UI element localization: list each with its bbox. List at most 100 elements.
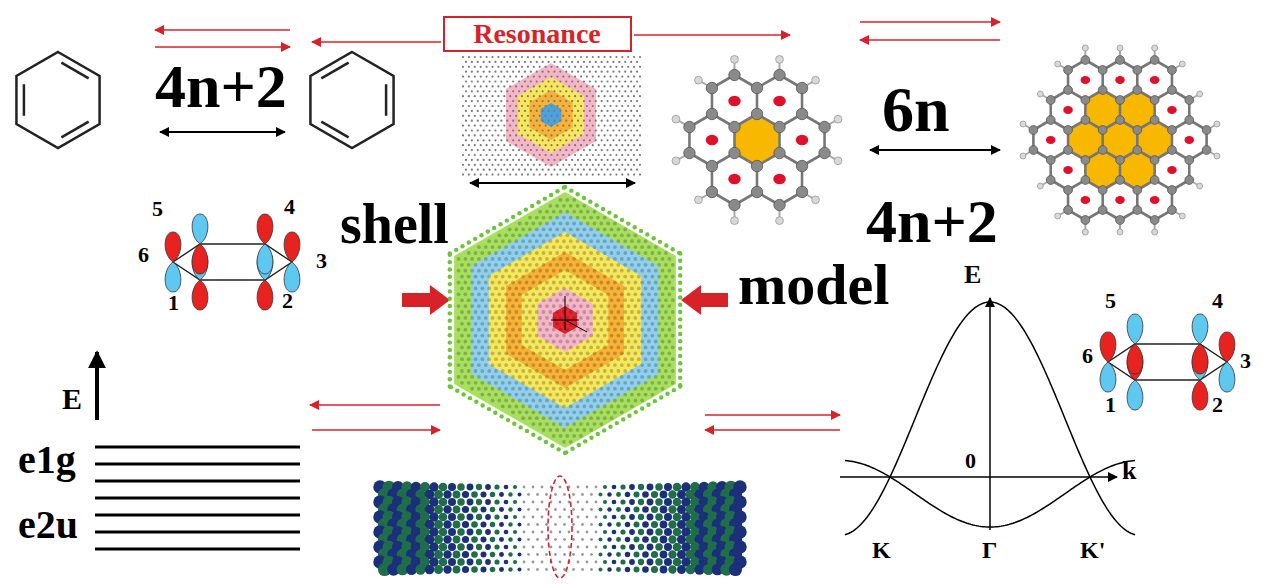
benzene-ring: [310, 52, 393, 148]
atom: [518, 159, 520, 161]
atom: [654, 375, 658, 379]
atom: [462, 174, 464, 176]
atom: [545, 245, 549, 249]
atom: [595, 80, 597, 82]
atom: [474, 85, 476, 87]
atom: [618, 110, 620, 112]
atom: [606, 71, 608, 73]
atom: [527, 85, 529, 87]
atom: [491, 115, 493, 117]
atom: [657, 251, 661, 255]
carbon-atom: [1081, 96, 1090, 105]
atom: [542, 263, 546, 267]
atom: [624, 169, 626, 171]
atom: [671, 334, 675, 338]
atom: [627, 76, 629, 78]
atom: [531, 245, 535, 249]
atom: [515, 115, 517, 117]
atom: [637, 393, 641, 397]
double-headed-arrow: [470, 182, 635, 184]
atom: [630, 298, 634, 302]
atom: [599, 328, 603, 332]
atom: [521, 357, 525, 361]
atom: [647, 304, 651, 308]
atom: [518, 351, 522, 355]
atom: [592, 164, 594, 166]
hydrogen-atom: [1055, 213, 1061, 219]
atom: [582, 216, 586, 220]
atom: [527, 134, 529, 136]
atom: [637, 381, 641, 385]
atom: [518, 222, 522, 226]
atom: [509, 85, 511, 87]
shell-model-flake: [448, 185, 683, 455]
atom: [640, 269, 644, 273]
atom: [483, 100, 485, 102]
atom: [613, 340, 617, 344]
atom: [465, 129, 467, 131]
atom: [620, 351, 624, 355]
atom: [559, 210, 563, 214]
atom: [562, 357, 566, 361]
atom: [486, 125, 488, 127]
atom: [470, 328, 474, 332]
atom: [474, 174, 476, 176]
atom: [571, 129, 573, 131]
atom: [494, 334, 498, 338]
atom: [531, 328, 535, 332]
atom: [562, 105, 564, 107]
atom: [613, 269, 617, 273]
atom: [503, 154, 505, 156]
atom: [548, 310, 552, 314]
atom: [574, 174, 576, 176]
carbon-atom: [1133, 86, 1142, 95]
atom: [504, 363, 508, 367]
aromatic-ring: [1120, 150, 1155, 190]
atom: [512, 139, 514, 141]
atom: [664, 251, 668, 255]
atom: [480, 322, 484, 326]
atom: [562, 95, 564, 97]
atom: [477, 387, 481, 391]
atom: [531, 340, 535, 344]
atom: [559, 387, 563, 391]
atom: [511, 351, 515, 355]
atom: [606, 387, 610, 391]
atom: [548, 275, 552, 279]
atom: [661, 316, 665, 320]
atom: [627, 375, 631, 379]
atom: [487, 251, 491, 255]
atom: [568, 134, 570, 136]
atom: [589, 322, 593, 326]
atom: [471, 71, 473, 73]
atom: [508, 310, 512, 314]
atom: [603, 263, 607, 267]
atom: [606, 351, 610, 355]
atom: [606, 269, 610, 273]
atom: [518, 328, 522, 332]
atom: [586, 134, 588, 136]
atom: [599, 387, 603, 391]
atom: [633, 340, 637, 344]
atom: [637, 310, 641, 314]
sextet-dot: [706, 135, 718, 145]
atom: [527, 174, 529, 176]
atom: [586, 316, 590, 320]
atom: [559, 328, 563, 332]
atom: [612, 159, 614, 161]
atom: [606, 149, 608, 151]
atom: [657, 310, 661, 314]
atom: [542, 334, 546, 338]
atom: [547, 71, 549, 73]
atom: [657, 357, 661, 361]
atom: [462, 66, 464, 68]
atom: [592, 134, 594, 136]
atom: [596, 251, 600, 255]
atom: [612, 149, 614, 151]
atom: [503, 134, 505, 136]
atom: [616, 334, 620, 338]
atom: [615, 85, 617, 87]
carbon-atom: [1150, 216, 1159, 225]
atom: [633, 269, 637, 273]
atom: [627, 85, 629, 87]
